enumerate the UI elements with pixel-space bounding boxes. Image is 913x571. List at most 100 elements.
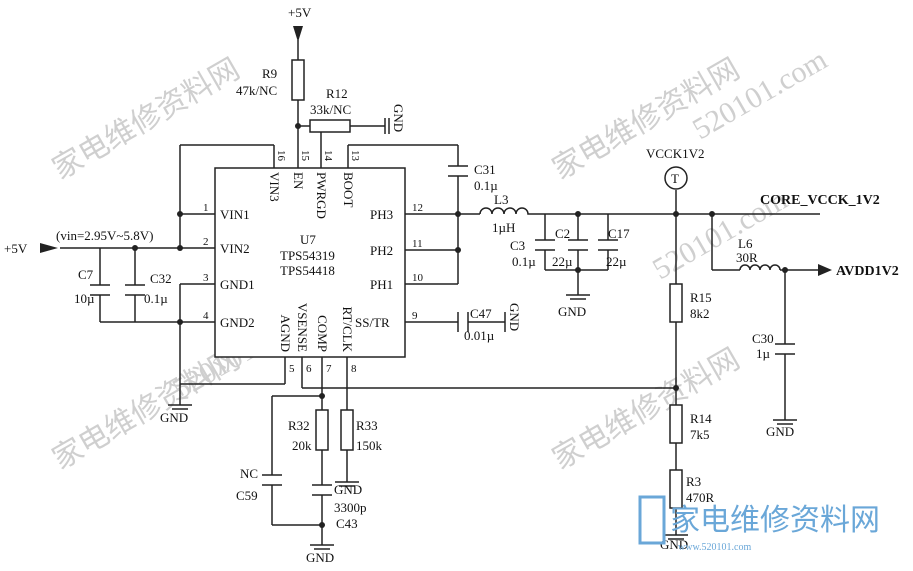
- pin-number: 1: [203, 202, 209, 214]
- component-value: 1µH: [492, 220, 515, 235]
- net-label: CORE_VCCK_1V2: [760, 193, 880, 208]
- component-ref: R12: [326, 86, 348, 101]
- component-value: 33k/NC: [310, 102, 351, 117]
- pin-name-vsense: VSENSE: [295, 303, 310, 352]
- pin-number: 12: [412, 202, 423, 214]
- gnd-label: GND: [558, 304, 586, 319]
- net-label: +5V: [288, 5, 312, 20]
- pin-number: 16: [275, 150, 287, 162]
- net-vin-left: +5V (vin=2.95V~5.8V): [4, 228, 153, 256]
- component-ref: R3: [686, 474, 701, 489]
- pin-number: 5: [289, 363, 295, 375]
- component-ref: C59: [236, 488, 258, 503]
- gnd-label: GND: [660, 537, 688, 552]
- resistor-r33: R33 150k: [340, 409, 383, 453]
- resistor-r32: R32 20k: [288, 409, 329, 453]
- pin-number: 3: [203, 272, 209, 284]
- pin-number: 8: [351, 363, 357, 375]
- component-value: 8k2: [690, 306, 710, 321]
- net-avdd1v2: AVDD1V2: [818, 264, 899, 279]
- gnd-label: GND: [507, 303, 522, 331]
- component-value: 1µ: [756, 346, 771, 361]
- pin-name-agnd: AGND: [278, 314, 293, 352]
- component-ref: C47: [470, 306, 492, 321]
- component-ref: L6: [738, 236, 753, 251]
- pin-number: 11: [412, 238, 423, 250]
- inductor-l6: L6 30R: [736, 236, 781, 271]
- gnd-symbol: GND: [388, 104, 406, 134]
- capacitor-c7: C7 10µ: [74, 267, 110, 306]
- net-label: AVDD1V2: [836, 264, 899, 279]
- component-ref: C3: [510, 238, 525, 253]
- gnd-symbol: GND: [660, 534, 688, 552]
- component-value: 22µ: [606, 254, 627, 269]
- pin-name-vin1: VIN1: [220, 207, 250, 222]
- resistor-r9: R9 47k/NC: [236, 59, 305, 101]
- gnd-label: GND: [160, 410, 188, 425]
- component-ref: C43: [336, 516, 358, 531]
- capacitor-c3: C3 0.1µ: [510, 238, 555, 269]
- gnd-label: GND: [306, 550, 334, 565]
- component-ref: C7: [78, 267, 94, 282]
- brand-logo: 家电维修资料网 www.520101.com: [638, 495, 880, 553]
- component-ref: R32: [288, 418, 310, 433]
- pin-name-ph3: PH3: [370, 207, 393, 222]
- pin-name-boot: BOOT: [341, 172, 356, 207]
- pin-name-comp: COMP: [315, 315, 330, 352]
- component-ref: R9: [262, 66, 277, 81]
- gnd-label: GND: [391, 104, 406, 132]
- wires: [60, 40, 820, 545]
- component-value: 22µ: [552, 254, 573, 269]
- pin-name-ph2: PH2: [370, 243, 393, 258]
- capacitor-c2: C2 22µ: [552, 226, 588, 269]
- gnd-label: GND: [766, 424, 794, 439]
- gnd-symbol: GND: [306, 544, 334, 565]
- pin-name-gnd1: GND1: [220, 277, 255, 292]
- watermark-text: 家电维修资料网: [547, 342, 745, 476]
- gnd-symbol: GND: [160, 404, 192, 425]
- component-ref: C32: [150, 271, 172, 286]
- component-value: 10µ: [74, 291, 95, 306]
- pin-name-pwrgd: PWRGD: [314, 172, 329, 219]
- capacitor-c43: 3300p C43: [312, 484, 367, 531]
- component-ref: L3: [494, 192, 508, 207]
- pin-name-vin2: VIN2: [220, 241, 250, 256]
- resistor-r3: R3 470R: [669, 469, 715, 509]
- ic-part-number: TPS54319: [280, 248, 335, 263]
- pin-number: 10: [412, 272, 424, 284]
- pin-name-vin3: VIN3: [267, 172, 282, 202]
- net-core-vcck: CORE_VCCK_1V2: [760, 193, 880, 208]
- component-value: 47k/NC: [236, 83, 277, 98]
- pin-name-ss-tr: SS/TR: [355, 315, 390, 330]
- vin-range-label: (vin=2.95V~5.8V): [56, 228, 153, 243]
- capacitor-c31: C31 0.1µ: [448, 162, 498, 193]
- testpoint-vcck1v2: T VCCK1V2: [646, 146, 705, 190]
- inductor-l3: L3 1µH: [479, 192, 530, 235]
- pin-number: 15: [299, 150, 311, 162]
- resistor-r15: R15 8k2: [669, 283, 712, 323]
- gnd-symbol: GND: [558, 294, 590, 319]
- ic-body: [214, 167, 406, 358]
- component-value: 150k: [356, 438, 383, 453]
- component-value: 470R: [686, 490, 715, 505]
- resistor-r12: R12 33k/NC: [309, 86, 351, 133]
- junctions: [132, 123, 788, 528]
- component-ref: C2: [555, 226, 570, 241]
- component-ref: C31: [474, 162, 496, 177]
- pin-number: 9: [412, 310, 418, 322]
- component-value: 7k5: [690, 427, 710, 442]
- component-value: 0.1µ: [474, 178, 498, 193]
- ic-ref: U7: [300, 232, 316, 247]
- watermark-text: 家电维修资料网: [47, 52, 245, 186]
- ic-u7: VIN1 VIN2 GND1 GND2 PH3 PH2 PH1 SS/TR VI…: [203, 150, 424, 375]
- component-value: 20k: [292, 438, 312, 453]
- pin-name-en: EN: [291, 172, 306, 190]
- component-ref: C30: [752, 331, 774, 346]
- gnd-symbol: GND: [334, 481, 362, 497]
- pin-number: 4: [203, 310, 209, 322]
- net-label: +5V: [4, 241, 28, 256]
- gnd-label: GND: [334, 482, 362, 497]
- pin-number: 13: [349, 150, 361, 162]
- brand-text: 家电维修资料网: [670, 504, 880, 537]
- component-value: 0.1µ: [512, 254, 536, 269]
